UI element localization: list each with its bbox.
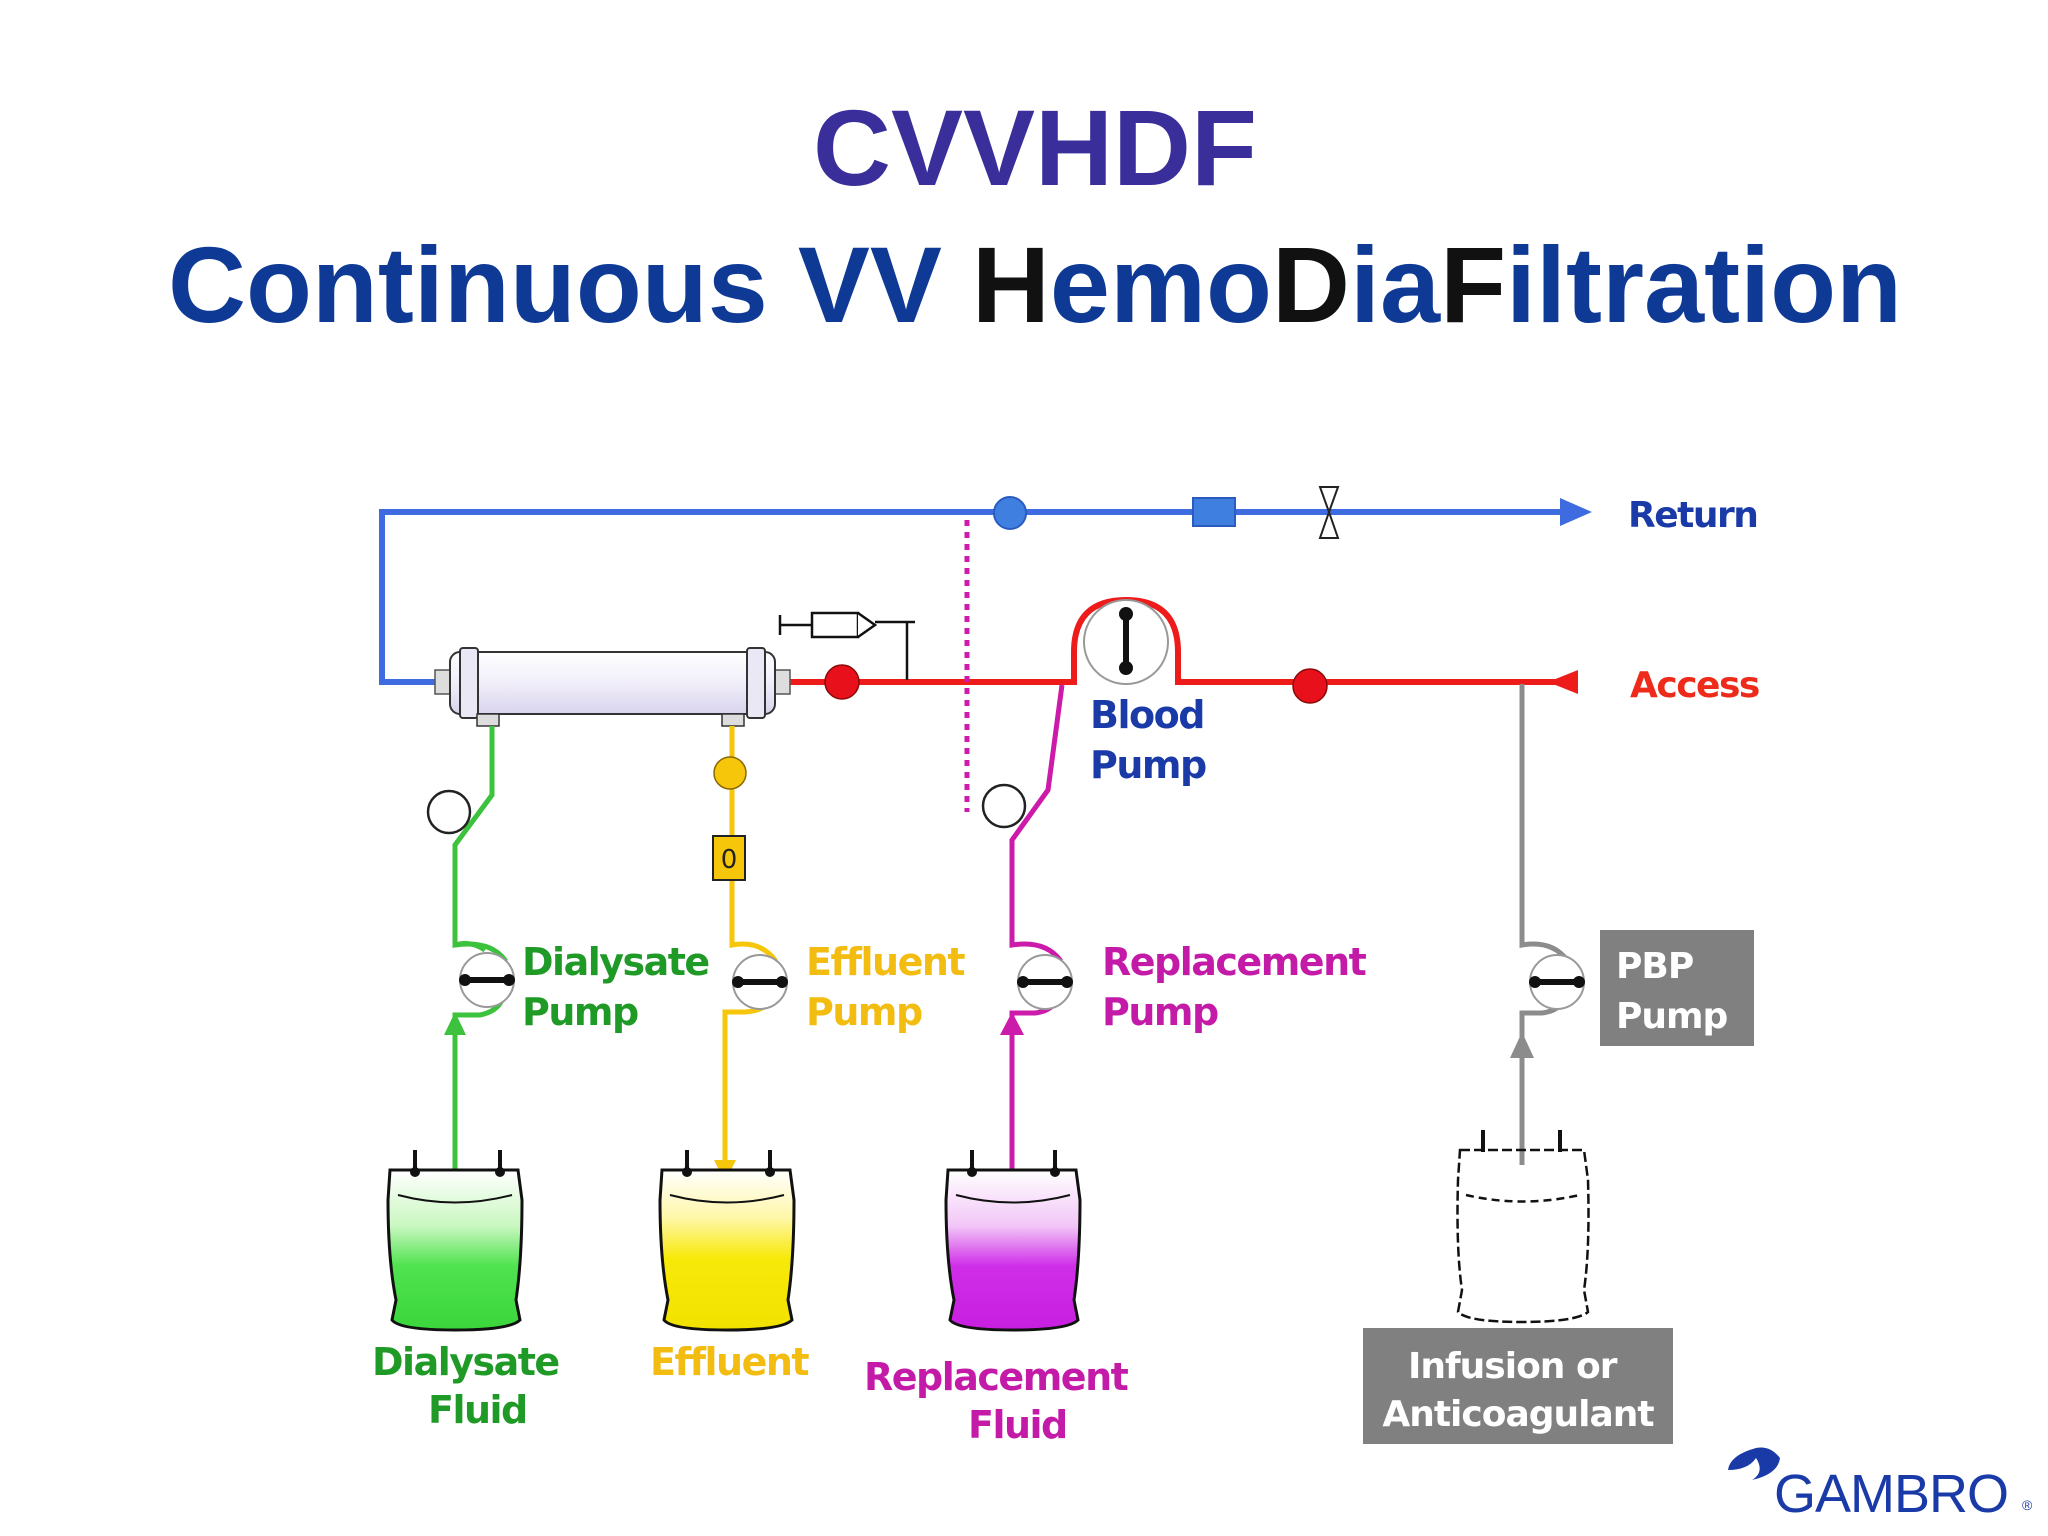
effluent-pump-label: Effluent Pump: [806, 940, 976, 1034]
pbp-pump-box: [1600, 930, 1754, 1046]
title-line-2: Continuous VV HemoDiaFiltration: [168, 224, 1902, 345]
dialysate-pump-label-line: Pump: [522, 990, 638, 1034]
dialysate-sensor: [426, 789, 472, 835]
gambro-logo-mark: ®: [2022, 1497, 2033, 1513]
blood-pump-icon: [1083, 599, 1169, 685]
effluent-bag: [658, 1150, 796, 1332]
effluent-pump-icon: [732, 954, 788, 1010]
access-pressure-sensor: [1292, 668, 1328, 704]
title-line-1: CVVHDF: [813, 87, 1257, 208]
infusion-bag: [1456, 1130, 1590, 1324]
return-arrow-icon: [1560, 498, 1592, 526]
access-label: Access: [1630, 665, 1759, 706]
effluent-pump-label-line: Effluent: [806, 940, 965, 984]
title-part: D: [1272, 224, 1350, 345]
gambro-logo: GAMBRO ®: [1728, 1447, 2033, 1524]
replacement-pump-label: Replacement Pump: [1102, 940, 1377, 1034]
effluent-line: [722, 726, 778, 1160]
replacement-fluid-label-line: Fluid: [968, 1403, 1067, 1447]
pbp-arrow-icon: [1510, 1032, 1534, 1058]
access-arrow-icon: [1548, 670, 1578, 694]
infusion-box: [1363, 1328, 1673, 1444]
syringe-icon: [778, 611, 915, 680]
dialysate-fluid-label-line: Fluid: [428, 1388, 527, 1432]
hemofilter: [434, 647, 791, 727]
effluent-bag-label: Effluent: [650, 1340, 809, 1384]
return-line: [379, 486, 1592, 685]
air-detector: [1192, 497, 1236, 527]
replacement-fluid-label: Replacement Fluid: [864, 1355, 1139, 1447]
dialysate-fluid-bag: [386, 1150, 524, 1332]
pbp-pump-label-line: PBP: [1616, 946, 1693, 987]
infusion-label: Infusion or Anticoagulant: [1382, 1346, 1654, 1435]
blood-leak-detector: [712, 835, 746, 881]
return-label: Return: [1628, 495, 1757, 536]
replacement-arrow-icon: [1000, 1012, 1024, 1035]
title-part: iltration: [1506, 224, 1902, 345]
infusion-label-line: Anticoagulant: [1382, 1394, 1654, 1435]
replacement-pump-label-line: Replacement: [1102, 940, 1367, 984]
gambro-logo-icon: [1728, 1447, 1780, 1480]
dialysate-arrow-icon: [444, 1012, 466, 1035]
infusion-label-line: Infusion or: [1408, 1346, 1618, 1387]
return-clamp-icon: [1318, 486, 1340, 539]
pbp-pump-label: PBP Pump: [1616, 946, 1728, 1037]
replacement-sensor: [981, 783, 1027, 829]
pbp-line: [1519, 684, 1570, 1165]
dialysate-fluid-label: Dialysate Fluid: [372, 1340, 570, 1432]
dialysate-pump-label: Dialysate Pump: [522, 940, 720, 1034]
title-part: ia: [1350, 224, 1441, 345]
blood-pump-label-line: Pump: [1090, 743, 1206, 787]
dialysate-pump-icon: [459, 952, 515, 1008]
effluent-sensor-label: 0: [721, 845, 738, 875]
effluent-pressure-sensor: [713, 756, 747, 790]
dialysate-fluid-label-line: Dialysate: [372, 1340, 559, 1384]
blood-pump-label-line: Blood: [1090, 693, 1204, 737]
title-part: F: [1440, 224, 1506, 345]
dialysate-line: [452, 726, 508, 1170]
replacement-pump-icon: [1017, 954, 1073, 1010]
pbp-pump-icon: [1529, 954, 1585, 1010]
gambro-logo-text: GAMBRO: [1774, 1464, 2008, 1524]
access-pressure-sensor-filter: [824, 664, 860, 700]
pbp-pump-label-line: Pump: [1616, 996, 1728, 1037]
return-pressure-sensor: [993, 496, 1027, 530]
dialysate-pump-label-line: Dialysate: [522, 940, 709, 984]
replacement-line: [1009, 684, 1065, 1180]
replacement-fluid-label-line: Replacement: [864, 1355, 1129, 1399]
title-part: Continuous VV: [168, 224, 972, 345]
title-part: emo: [1050, 224, 1272, 345]
replacement-pump-label-line: Pump: [1102, 990, 1218, 1034]
title-part: H: [972, 224, 1050, 345]
effluent-pump-label-line: Pump: [806, 990, 922, 1034]
replacement-fluid-bag: [944, 1150, 1082, 1332]
blood-pump-label: Blood Pump: [1090, 693, 1216, 787]
